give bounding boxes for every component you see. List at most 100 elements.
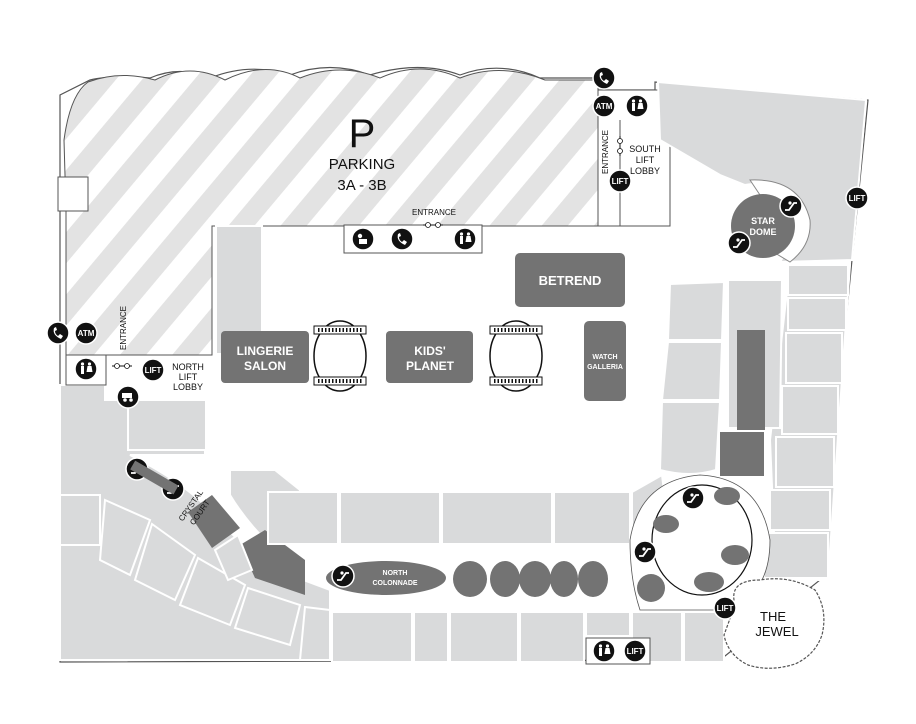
shop-unit xyxy=(339,491,441,545)
door-icon xyxy=(423,222,443,228)
kiosk[interactable] xyxy=(714,487,740,505)
atm-icon-text: ATM xyxy=(78,329,95,338)
atm-icon-text: ATM xyxy=(596,102,613,111)
shop-unit xyxy=(213,533,254,582)
kiosk[interactable] xyxy=(637,574,665,602)
atm-icon[interactable]: ATM xyxy=(74,321,98,345)
star-dome-label-1: STAR xyxy=(751,216,775,226)
atrium-oval xyxy=(651,484,753,596)
shop-unit xyxy=(553,491,631,545)
phone-icon[interactable] xyxy=(390,227,414,251)
kiosk[interactable] xyxy=(578,561,608,597)
shop-unit xyxy=(585,611,631,637)
kiosk[interactable] xyxy=(721,545,749,565)
restroom-icon[interactable] xyxy=(74,357,98,381)
kiosk[interactable] xyxy=(453,561,487,597)
shop-unit xyxy=(775,436,835,488)
crystal-court-void-2 xyxy=(240,530,305,595)
shop-unit xyxy=(441,491,553,545)
north-lobby-label-3: LOBBY xyxy=(173,382,203,392)
kiosk[interactable] xyxy=(550,561,578,597)
buggy-icon[interactable] xyxy=(116,385,140,409)
parking-area xyxy=(63,68,621,356)
escalator-icon[interactable] xyxy=(331,564,355,588)
shop-unit xyxy=(787,297,847,331)
lift-icon-text: LIFT xyxy=(627,647,644,656)
shop-unit xyxy=(133,522,197,602)
parking-symbol: P xyxy=(349,112,376,156)
entrance-top-label: ENTRANCE xyxy=(412,208,456,217)
the-jewel-label-1: THE xyxy=(760,609,786,624)
lift-icon-text: LIFT xyxy=(849,194,866,203)
north-colonnade[interactable] xyxy=(326,561,446,595)
door-icon xyxy=(112,363,132,369)
store-kids-planet[interactable] xyxy=(386,331,473,383)
store-watch-galleria[interactable] xyxy=(584,321,626,401)
south-lobby-label-1: SOUTH xyxy=(629,144,661,154)
shop-unit xyxy=(59,494,101,546)
store-betrend[interactable] xyxy=(515,253,625,307)
lift-icon[interactable]: LIFT xyxy=(623,639,647,663)
shop-unit xyxy=(781,385,839,435)
lift-icon-text: LIFT xyxy=(612,177,629,186)
restroom-icon[interactable] xyxy=(592,639,616,663)
kiosk[interactable] xyxy=(490,561,520,597)
store-betrend-label: BETREND xyxy=(539,273,602,288)
shop-unit xyxy=(449,611,519,663)
shop-unit xyxy=(666,280,726,341)
shop-unit xyxy=(413,611,449,663)
escalator-icon[interactable] xyxy=(681,486,705,510)
store-lingerie-salon[interactable] xyxy=(221,331,309,383)
restroom-icon[interactable] xyxy=(453,227,477,251)
north-lobby-label-2: LIFT xyxy=(179,372,198,382)
door-icon xyxy=(617,136,623,156)
lift-icon[interactable]: LIFT xyxy=(141,358,165,382)
colonnade-label-2: COLONNADE xyxy=(372,580,417,587)
shop-unit xyxy=(785,332,843,384)
lift-icon[interactable]: LIFT xyxy=(608,169,632,193)
parking-label: P PARKING 3A - 3B xyxy=(329,112,395,194)
lift-icon[interactable]: LIFT xyxy=(845,186,869,210)
kiosk[interactable] xyxy=(694,572,724,592)
lift-icon-text: LIFT xyxy=(717,604,734,613)
shop-unit xyxy=(519,611,585,663)
crystal-court-void-1 xyxy=(188,495,240,548)
shop-unit xyxy=(683,611,725,663)
parking-title: PARKING xyxy=(329,156,395,173)
shop-unit xyxy=(660,341,724,401)
shop-unit xyxy=(298,605,331,661)
shop-unit xyxy=(787,264,849,296)
shop-unit xyxy=(267,491,339,545)
kiosk[interactable] xyxy=(653,515,679,533)
colonnade-label-1: NORTH xyxy=(383,570,408,577)
shop-unit xyxy=(331,611,413,663)
escalator-void xyxy=(737,330,765,430)
south-lobby-label-3: LOBBY xyxy=(630,166,660,176)
lift-icon[interactable]: LIFT xyxy=(713,596,737,620)
phone-icon[interactable] xyxy=(592,66,616,90)
shop-unit xyxy=(658,401,722,475)
store-watch-label-1: WATCH xyxy=(592,354,617,361)
escalator-icon[interactable] xyxy=(633,540,657,564)
nursing-room-icon[interactable] xyxy=(351,227,375,251)
entrance-right-label: ENTRANCE xyxy=(601,130,610,174)
shop-unit xyxy=(631,611,683,663)
north-lobby-label-1: NORTH xyxy=(172,362,204,372)
atm-icon[interactable]: ATM xyxy=(592,94,616,118)
kiosk[interactable] xyxy=(519,561,551,597)
escalator-oval-2 xyxy=(489,320,543,392)
escalator-oval-1 xyxy=(313,320,367,392)
escalator-icon[interactable] xyxy=(779,194,803,218)
shop-unit xyxy=(98,498,152,577)
the-jewel-label-2: JEWEL xyxy=(755,624,798,639)
phone-icon[interactable] xyxy=(46,321,70,345)
south-lobby-label-2: LIFT xyxy=(636,155,655,165)
the-jewel[interactable] xyxy=(723,578,825,669)
restroom-icon[interactable] xyxy=(625,94,649,118)
store-kids-label-1: KIDS' xyxy=(414,344,446,358)
crystal-court-escalator xyxy=(130,460,179,495)
escalator-icon[interactable] xyxy=(727,231,751,255)
entrance-left-label: ENTRANCE xyxy=(119,306,128,350)
lift-icon-text: LIFT xyxy=(145,366,162,375)
